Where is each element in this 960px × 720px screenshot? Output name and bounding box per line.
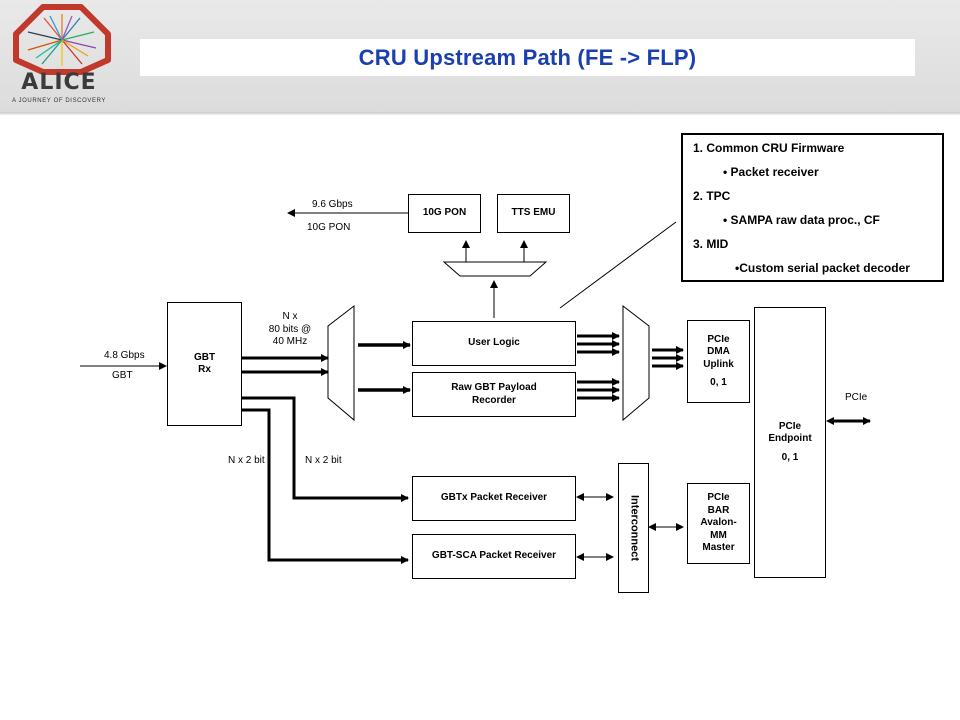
gbt-rx-block: GBT Rx — [167, 302, 242, 426]
pon-rate-label: 9.6 Gbps — [312, 199, 353, 210]
raw-recorder-line-1: Raw GBT Payload — [451, 382, 537, 393]
right-mux — [622, 304, 650, 422]
pcie-out-label: PCIe — [845, 392, 868, 403]
tts-emu-label: TTS EMU — [511, 207, 556, 219]
logo-text: ALICE — [21, 70, 97, 95]
interconnect-block: Interconnect — [618, 463, 649, 593]
logo-octagon — [13, 4, 111, 75]
left-mux — [327, 304, 355, 422]
bus-gbt-to-gbtx — [242, 396, 409, 502]
legend-heading-3: 3. MID — [693, 237, 729, 251]
gbt-rx-line-1: GBT — [193, 351, 216, 363]
title-box: CRU Upstream Path (FE -> FLP) — [140, 39, 915, 76]
pcie-dma-line-2: DMA — [707, 346, 730, 357]
gbtx-receiver-label: GBTx Packet Receiver — [440, 492, 548, 504]
header-divider — [0, 112, 960, 115]
gbt-rx-line-2: Rx — [198, 364, 211, 375]
callout-line — [559, 221, 677, 309]
legend-heading-1: 1. Common CRU Firmware — [693, 141, 845, 155]
raw-recorder-block: Raw GBT Payload Recorder — [412, 372, 576, 417]
legend-bullet-3: •Custom serial packet decoder — [735, 261, 910, 275]
legend-heading-2: 2. TPC — [693, 189, 731, 203]
pcie-endpoint-line-2: Endpoint — [768, 433, 812, 445]
interconnect-label: Interconnect — [628, 494, 641, 561]
pon-10g-label: 10G PON — [422, 207, 467, 219]
bus-width-label: N x 80 bits @ 40 MHz — [258, 311, 322, 349]
pcie-bar-line-3: Avalon- — [700, 517, 737, 529]
gbtx-receiver-block: GBTx Packet Receiver — [412, 476, 576, 521]
nx2-right-label: N x 2 bit — [305, 455, 342, 466]
pcie-endpoint-line-3: 0, 1 — [781, 451, 799, 463]
legend-box: 1. Common CRU Firmware • Packet receiver… — [681, 133, 944, 282]
tts-emu-block: TTS EMU — [497, 194, 570, 233]
pcie-bar-line-2: BAR — [707, 504, 730, 516]
pcie-bar-block: PCIe BAR Avalon- MM Master — [687, 483, 750, 564]
raw-recorder-line-2: Recorder — [472, 394, 516, 406]
legend-bullet-2: • SAMPA raw data proc., CF — [723, 213, 880, 227]
pcie-endpoint-block: PCIe Endpoint 0, 1 — [754, 307, 826, 578]
bus-width-line-3: 40 MHz — [272, 336, 308, 347]
user-logic-label: User Logic — [468, 337, 520, 349]
legend-bullet-1: • Packet receiver — [723, 165, 819, 179]
pcie-bar-line-1: PCIe — [707, 492, 730, 504]
logo-tagline: A JOURNEY OF DISCOVERY — [12, 98, 106, 104]
input-rate-label: 4.8 Gbps — [104, 350, 145, 361]
logo-star-burst — [27, 14, 97, 66]
pcie-dma-line-4: 0, 1 — [710, 377, 727, 388]
bus-width-line-2: 80 bits @ — [268, 323, 312, 335]
bus-gbt-to-sca — [242, 408, 409, 564]
bus-width-line-1: N x — [282, 311, 298, 322]
pcie-endpoint-line-1: PCIe — [778, 420, 802, 432]
alice-logo-icon — [13, 4, 111, 75]
slide-title: CRU Upstream Path (FE -> FLP) — [358, 44, 697, 70]
user-logic-block: User Logic — [412, 321, 576, 366]
upper-mux — [442, 261, 548, 277]
nx2-left-label: N x 2 bit — [228, 455, 265, 466]
pon-type-label: 10G PON — [307, 222, 351, 233]
pcie-bar-line-4: MM — [710, 529, 727, 541]
input-type-label: GBT — [112, 370, 133, 381]
pcie-bar-line-5: Master — [702, 542, 735, 554]
pcie-dma-line-3: Uplink — [703, 358, 734, 370]
gbtsca-receiver-label: GBT-SCA Packet Receiver — [431, 550, 557, 562]
pon-10g-block: 10G PON — [408, 194, 481, 233]
pcie-dma-block: PCIe DMA Uplink 0, 1 — [687, 320, 750, 403]
pcie-dma-line-1: PCIe — [707, 333, 730, 345]
gbtsca-receiver-block: GBT-SCA Packet Receiver — [412, 534, 576, 579]
